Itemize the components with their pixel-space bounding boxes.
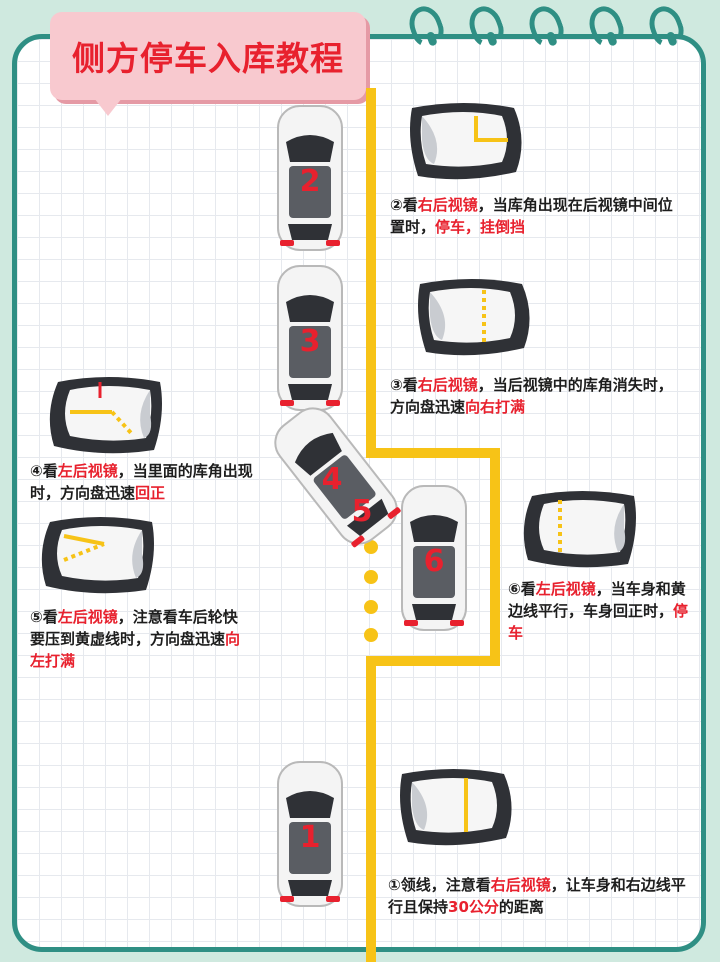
- car-number: 3: [299, 324, 321, 359]
- car-3: 3: [274, 262, 346, 414]
- car-2: 2: [274, 102, 346, 254]
- car-1: 1: [274, 758, 346, 910]
- left-mirror-step6: [516, 488, 642, 570]
- left-mirror-step4: [42, 374, 168, 456]
- mirror-icon: [523, 491, 636, 568]
- dashed-line-dot: [364, 570, 378, 584]
- car-icon: [274, 407, 401, 548]
- car-6: 6: [398, 482, 470, 634]
- car-icon: [277, 265, 343, 411]
- dashed-line-dot: [364, 628, 378, 642]
- left-mirror-step5: [34, 514, 160, 596]
- mirror-icon: [41, 517, 155, 594]
- car-number: 2: [299, 164, 321, 199]
- right-mirror-step3: [412, 276, 538, 358]
- garage-back-edge: [490, 448, 500, 664]
- mirror-icon: [410, 103, 522, 180]
- title-banner: 侧方停车入库教程: [50, 12, 366, 116]
- car-icon: [401, 485, 467, 631]
- mirror-icon: [49, 377, 163, 454]
- step-5-text: ⑤看左后视镜，注意看车后轮快要压到黄虚线时，方向盘迅速向左打满: [30, 608, 241, 670]
- dashed-line-dot: [364, 540, 378, 554]
- car-number: 6: [423, 544, 445, 579]
- dashed-line-dot: [364, 600, 378, 614]
- right-mirror-step2: [404, 100, 530, 182]
- curb-line-top: [366, 88, 376, 456]
- step-4-text: ④看左后视镜，当里面的库角出现时，方向盘迅速回正: [30, 462, 253, 502]
- right-mirror-step1: [394, 766, 520, 848]
- car-number: 1: [299, 820, 321, 855]
- car-number: 5: [351, 494, 373, 529]
- garage-bottom-edge: [366, 656, 500, 666]
- car-icon: [277, 761, 343, 907]
- step-1-text: ①领线，注意看右后视镜，让车身和右边线平行且保持30公分的距离: [388, 876, 686, 916]
- garage-top-edge: [366, 448, 500, 458]
- mirror-icon: [400, 769, 512, 846]
- step-6-text: ⑥看左后视镜，当车身和黄边线平行，车身回正时，停车: [508, 580, 689, 642]
- curb-line-bottom: [366, 656, 376, 962]
- car-4-5: [261, 394, 411, 558]
- car-number: 4: [321, 462, 343, 497]
- mirror-icon: [418, 279, 530, 356]
- step-2-text: ②看右后视镜，当库角出现在后视镜中间位置时，停车，挂倒挡: [390, 196, 673, 236]
- page-title: 侧方停车入库教程: [72, 39, 344, 78]
- step-3-text: ③看右后视镜，当后视镜中的库角消失时，方向盘迅速向右打满: [390, 376, 673, 416]
- car-icon: [277, 105, 343, 251]
